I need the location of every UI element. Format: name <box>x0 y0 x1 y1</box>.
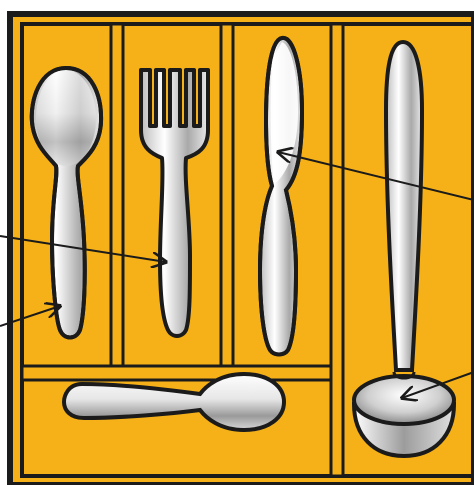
cutlery-tray-svg <box>0 0 474 485</box>
cutlery-tray-illustration <box>0 0 474 485</box>
